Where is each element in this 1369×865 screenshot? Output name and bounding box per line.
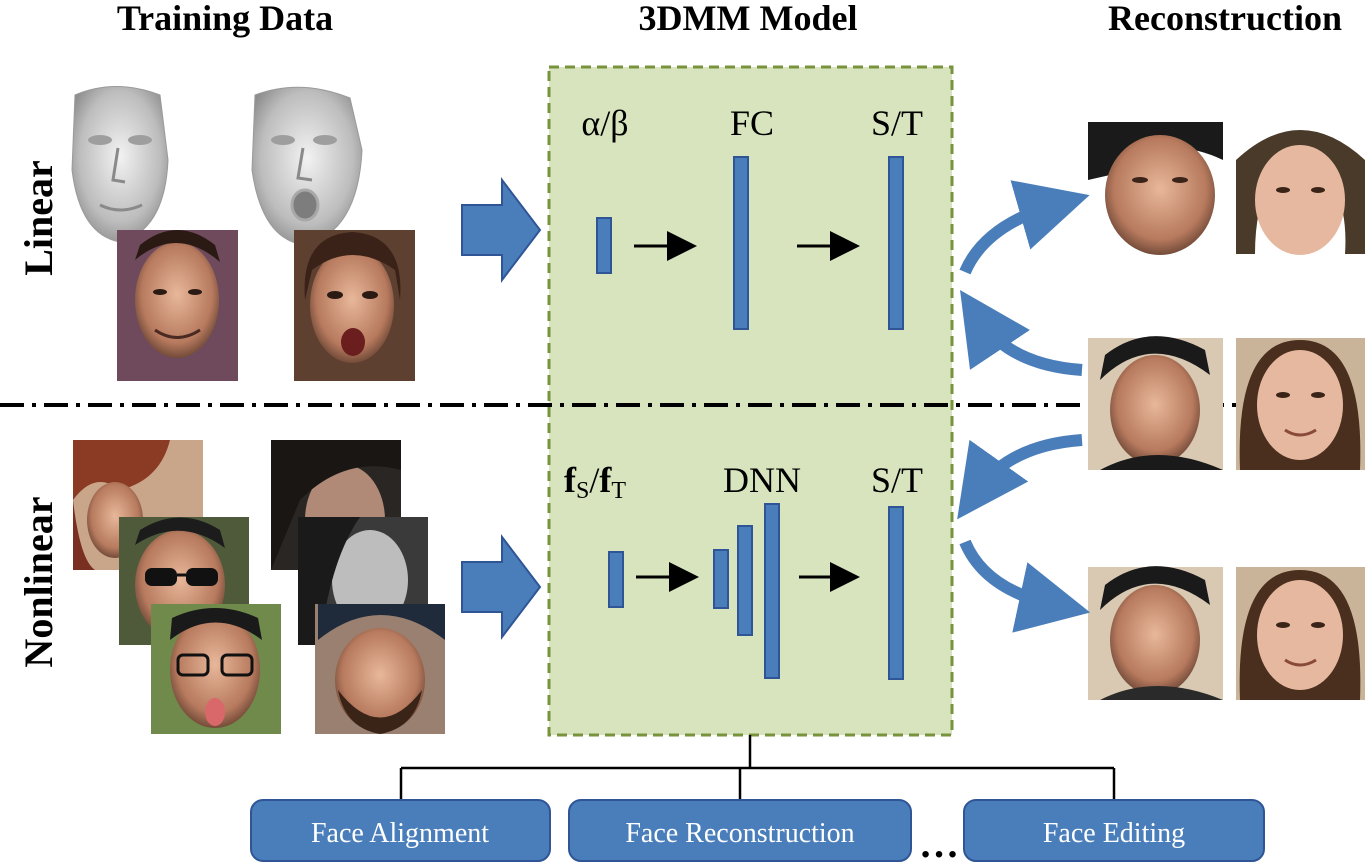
- in-the-wild-bearded-cap-image: [315, 604, 445, 734]
- header-3dmm-model: 3DMM Model: [639, 0, 858, 38]
- header-reconstruction: Reconstruction: [1108, 0, 1342, 38]
- face-photo-woman-open-mouth-image: [294, 230, 415, 381]
- linear-output-label: S/T: [871, 103, 923, 143]
- app-face-alignment: Face Alignment: [250, 799, 551, 862]
- linear-input-label: α/β: [581, 103, 628, 143]
- linear-recon-man-image: [1088, 122, 1223, 255]
- dnn-block-2: [737, 525, 753, 636]
- row-label-nonlinear: Nonlinear: [16, 496, 61, 667]
- linear-input-arrow: [461, 177, 542, 283]
- nonlinear-input-f-s: f: [564, 460, 577, 500]
- input-face-woman-image: [1236, 338, 1365, 470]
- linear-input-block: [596, 217, 612, 274]
- nonlinear-input-f-t: f: [599, 460, 612, 500]
- linear-fc-block: [733, 156, 749, 330]
- in-the-wild-glasses-tongue-image: [151, 604, 281, 734]
- app-face-editing-label: Face Editing: [1043, 818, 1185, 849]
- curve-arrow-linear-from-input: [960, 290, 1083, 376]
- nonlinear-input-block: [608, 551, 624, 608]
- app-face-reconstruction: Face Reconstruction: [568, 799, 912, 862]
- face-photo-man-smiling-image: [117, 230, 238, 381]
- nonlinear-input-s-sub: S: [576, 478, 589, 504]
- nonlinear-layer-label: DNN: [723, 460, 801, 500]
- app-face-reconstruction-label: Face Reconstruction: [625, 818, 854, 849]
- nonlinear-input-arrow: [461, 534, 542, 640]
- app-face-editing: Face Editing: [963, 799, 1265, 862]
- nonlinear-input-slash: /: [589, 460, 599, 500]
- nonlinear-recon-man-image: [1088, 566, 1223, 700]
- curve-arrow-to-nonlinear-recon: [959, 539, 1091, 633]
- dnn-block-3: [764, 503, 780, 679]
- face-scan-2-image: [251, 86, 363, 246]
- nonlinear-output-block: [888, 506, 904, 680]
- row-label-linear: Linear: [16, 160, 61, 276]
- face-scan-1-image: [71, 86, 169, 243]
- nonlinear-input-label: fS/fT: [564, 460, 626, 504]
- app-face-alignment-label: Face Alignment: [311, 818, 489, 849]
- linear-output-block: [888, 156, 904, 330]
- curve-arrow-nonlinear-from-input: [957, 434, 1083, 520]
- nonlinear-input-t-sub: T: [611, 478, 626, 504]
- app-ellipsis: …: [919, 821, 959, 865]
- nonlinear-output-label: S/T: [871, 460, 923, 500]
- input-face-man-image: [1088, 336, 1223, 470]
- linear-layer-label: FC: [730, 103, 774, 143]
- header-training-data: Training Data: [117, 0, 333, 38]
- linear-recon-woman-image: [1236, 122, 1365, 255]
- curve-arrow-to-linear-recon: [959, 180, 1090, 275]
- dnn-block-1: [713, 549, 729, 609]
- nonlinear-recon-woman-image: [1236, 567, 1365, 700]
